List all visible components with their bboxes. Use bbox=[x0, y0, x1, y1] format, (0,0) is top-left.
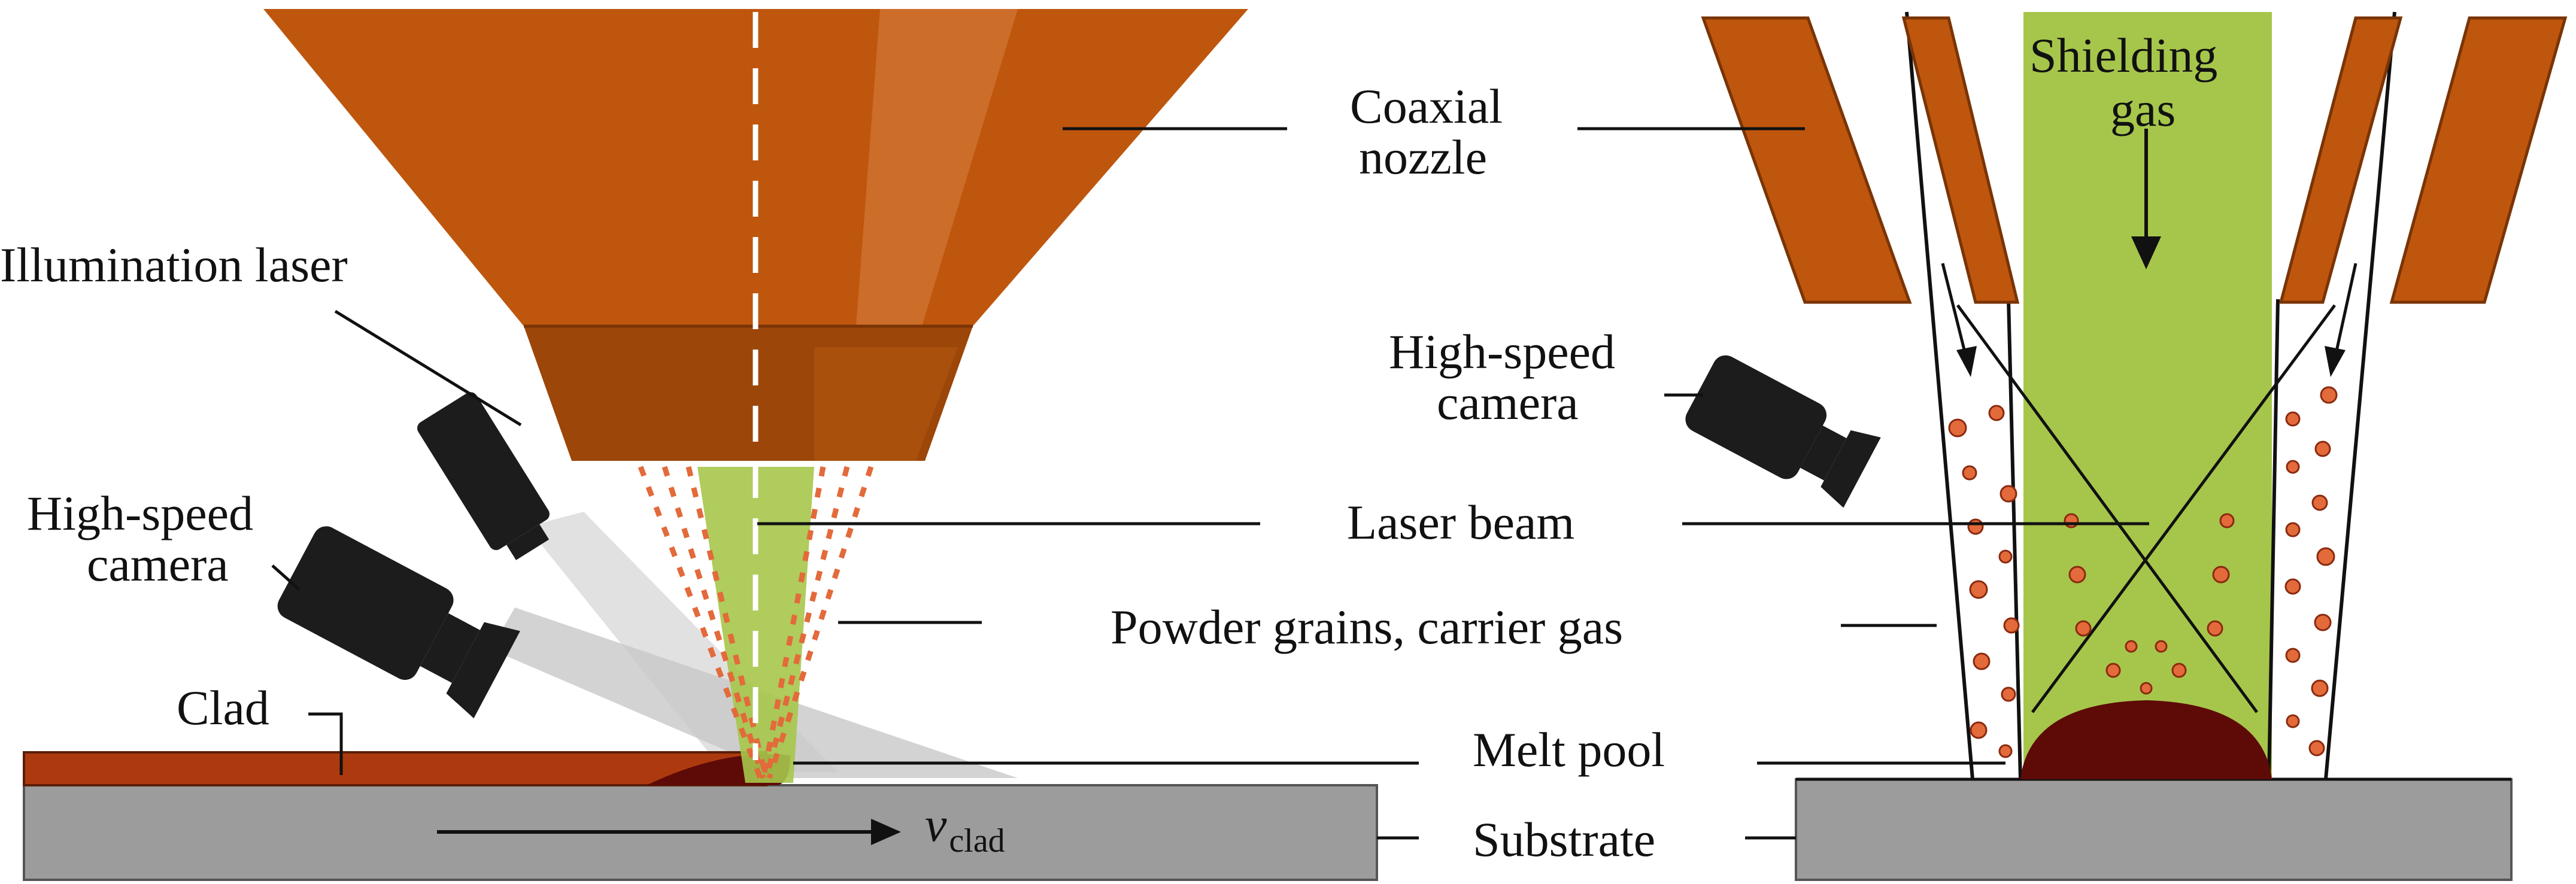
right-melt-pool bbox=[2020, 700, 2272, 779]
powder-grain bbox=[2125, 640, 2138, 653]
label-laser-beam: Laser beam bbox=[1347, 495, 1574, 549]
left-schematic bbox=[23, 9, 1419, 881]
powder-grain bbox=[1969, 580, 1988, 599]
powder-grain bbox=[1967, 518, 1984, 535]
label-left-camera-line1: High-speed bbox=[27, 486, 253, 540]
powder-grain bbox=[2075, 620, 2092, 637]
diagram-labels: Coaxial nozzle Illumination laser High-s… bbox=[0, 28, 2217, 867]
powder-grain bbox=[2219, 513, 2235, 528]
label-velocity-subscript: clad bbox=[949, 822, 1005, 859]
powder-grain bbox=[1998, 744, 2013, 758]
label-melt-pool: Melt pool bbox=[1473, 722, 1665, 777]
powder-grain bbox=[2286, 714, 2300, 728]
powder-grains bbox=[1948, 386, 2338, 758]
powder-grain bbox=[2064, 513, 2079, 528]
powder-grain bbox=[2311, 494, 2328, 511]
gas-flow-arrows bbox=[1941, 129, 2357, 377]
powder-grain bbox=[2286, 460, 2300, 474]
left-nozzle-body bbox=[263, 9, 1248, 326]
powder-grain bbox=[1948, 418, 1967, 438]
label-substrate: Substrate bbox=[1473, 812, 1655, 867]
powder-grain bbox=[2140, 682, 2153, 695]
powder-grain bbox=[2105, 663, 2121, 678]
powder-grain bbox=[2001, 686, 2016, 702]
right-camera-icon bbox=[1685, 355, 1881, 508]
powder-grain bbox=[1998, 549, 2013, 564]
powder-grain bbox=[2314, 441, 2331, 457]
label-clad: Clad bbox=[177, 681, 269, 735]
left-camera-icon bbox=[277, 526, 520, 719]
powder-grain bbox=[2308, 740, 2325, 757]
label-left-camera-line2: camera bbox=[87, 537, 229, 591]
label-powder-grains: Powder grains, carrier gas bbox=[1110, 600, 1623, 654]
left-nozzle-tip-shade bbox=[814, 347, 958, 461]
label-shielding-gas-line1: Shielding bbox=[2029, 28, 2217, 83]
powder-grain bbox=[2311, 679, 2329, 697]
left-powder-streams bbox=[638, 466, 874, 779]
powder-grain bbox=[1973, 652, 1991, 670]
right-leader-lines bbox=[1577, 127, 2149, 840]
powder-grain bbox=[2316, 547, 2335, 566]
label-right-camera-line2: camera bbox=[1437, 375, 1579, 430]
label-right-camera-line1: High-speed bbox=[1389, 324, 1615, 379]
right-substrate bbox=[1795, 778, 2513, 881]
label-coaxial-nozzle-line2: nozzle bbox=[1359, 130, 1487, 184]
label-velocity: vclad bbox=[925, 797, 1005, 859]
label-illumination-laser: Illumination laser bbox=[0, 238, 348, 292]
powder-channel-walls bbox=[1905, 11, 2396, 780]
powder-grain bbox=[1988, 405, 2005, 421]
left-nozzle-highlight bbox=[856, 9, 1018, 326]
powder-grain bbox=[2285, 411, 2301, 427]
powder-grain bbox=[2285, 648, 2301, 663]
clad-velocity-arrow bbox=[437, 819, 901, 845]
right-nozzle-blocks bbox=[1701, 16, 2568, 304]
powder-grain bbox=[2068, 566, 2086, 584]
powder-grain bbox=[1970, 721, 1988, 739]
label-coaxial-nozzle-line1: Coaxial bbox=[1350, 79, 1503, 133]
right-schematic bbox=[1577, 11, 2568, 881]
powder-grain bbox=[2320, 386, 2338, 404]
clad-layer bbox=[23, 751, 767, 786]
powder-grain bbox=[2003, 617, 2020, 634]
powder-grain bbox=[2171, 663, 2187, 678]
illumination-laser-device bbox=[417, 392, 550, 560]
powder-grain bbox=[1962, 465, 1977, 481]
label-shielding-gas-line2: gas bbox=[2110, 82, 2176, 136]
powder-grain bbox=[1999, 485, 2017, 503]
powder-grain bbox=[2284, 578, 2301, 595]
powder-grain bbox=[2155, 640, 2168, 653]
powder-grain bbox=[2314, 613, 2332, 631]
label-velocity-symbol: v bbox=[925, 797, 947, 852]
powder-stream-lines bbox=[1956, 304, 2337, 713]
left-leader-lines bbox=[271, 127, 1419, 840]
powder-grain bbox=[2285, 522, 2301, 537]
powder-grain bbox=[2212, 566, 2230, 584]
powder-grain bbox=[2207, 620, 2223, 637]
